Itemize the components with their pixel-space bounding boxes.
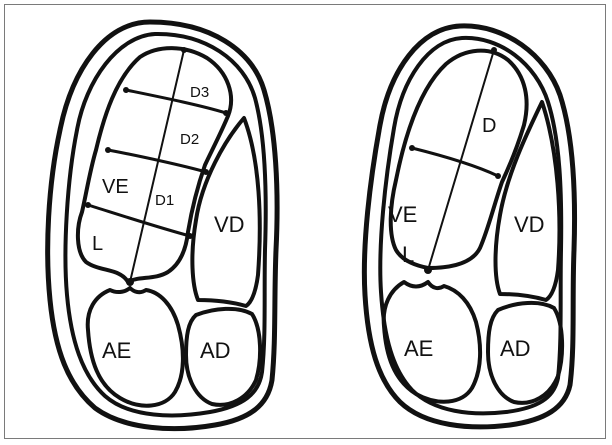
right-mitral-dot — [424, 266, 432, 274]
right-apex-dot — [491, 47, 497, 53]
left-divider-d3-d2 — [126, 90, 226, 113]
left-apex-dot — [181, 47, 187, 53]
right-divider — [412, 148, 498, 176]
left-label-l: L — [92, 233, 103, 255]
right-label-ae: AE — [404, 336, 433, 361]
left-label-ve: VE — [102, 176, 129, 198]
right-heart-diagram: D VE L VD AE AD — [364, 26, 574, 427]
right-label-d: D — [482, 115, 496, 137]
right-divider-dot-1 — [409, 145, 415, 151]
right-lv-cavity — [391, 51, 527, 268]
left-divider-d1-l — [88, 205, 190, 236]
left-label-d1: D1 — [155, 192, 174, 209]
left-heart-diagram: D3 D2 D1 VE L VD AE AD — [48, 22, 277, 429]
left-label-ad: AD — [200, 338, 231, 363]
right-rv-cavity — [496, 102, 560, 300]
left-divider-dot-3 — [105, 147, 111, 153]
left-label-d2: D2 — [180, 131, 199, 148]
left-divider-dot-2 — [223, 110, 229, 116]
left-label-vd: VD — [214, 212, 245, 237]
right-label-vd: VD — [514, 212, 545, 237]
right-label-l: L — [402, 242, 414, 267]
left-divider-dot-1 — [123, 87, 129, 93]
left-divider-dot-5 — [85, 202, 91, 208]
left-long-axis — [130, 50, 184, 282]
left-label-d3: D3 — [190, 84, 209, 101]
left-label-ae: AE — [102, 338, 131, 363]
left-mitral-dot — [126, 278, 134, 286]
right-divider-dot-2 — [495, 173, 501, 179]
right-label-ad: AD — [500, 336, 531, 361]
right-label-ve: VE — [388, 202, 417, 227]
